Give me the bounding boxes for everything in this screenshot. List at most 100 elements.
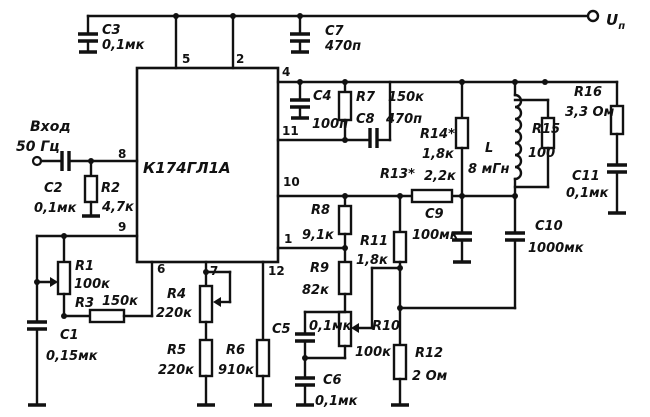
c7-value: 470п bbox=[324, 39, 361, 54]
r15-value: 100 bbox=[528, 146, 555, 161]
r8-value: 9,1к bbox=[302, 228, 335, 243]
pin-11-number: 11 bbox=[282, 124, 299, 138]
resistor-r9 bbox=[337, 246, 353, 314]
r3-value: 150к bbox=[102, 294, 139, 309]
capacitor-c1 bbox=[27, 320, 47, 407]
resistor-r15 bbox=[513, 98, 556, 189]
r2-label: R2 bbox=[101, 181, 120, 196]
resistor-r11 bbox=[392, 194, 408, 347]
capacitor-c5 bbox=[295, 310, 347, 361]
pin-8-number: 8 bbox=[118, 147, 126, 161]
r5-label: R5 bbox=[167, 343, 186, 358]
capacitor-c6 bbox=[295, 356, 315, 407]
pin-9-number: 9 bbox=[118, 220, 126, 234]
capacitor-c9 bbox=[452, 194, 472, 264]
c5-label: C5 bbox=[272, 322, 291, 337]
pin-12-number: 12 bbox=[268, 264, 285, 278]
c2-label: C2 bbox=[44, 181, 63, 196]
c10-value: 1000мк bbox=[528, 241, 585, 256]
r11-value: 1,8к bbox=[356, 253, 389, 268]
r14-label: R14* bbox=[420, 127, 455, 142]
r4-label: R4 bbox=[167, 287, 186, 302]
r2-value: 4,7к bbox=[101, 200, 135, 215]
ic-label: К174ГЛ1А bbox=[143, 159, 231, 177]
capacitor-c3 bbox=[78, 14, 98, 54]
r6-value: 910к bbox=[218, 363, 255, 378]
c2-value: 0,1мк bbox=[34, 201, 78, 216]
r16-label: R16 bbox=[574, 85, 602, 100]
r1-label: R1 bbox=[75, 259, 94, 274]
r10-label: R10 bbox=[372, 319, 400, 334]
resistor-r1 bbox=[35, 234, 72, 318]
resistor-r12 bbox=[391, 343, 409, 407]
c7-label: C7 bbox=[325, 24, 345, 39]
l-value: 8 мГн bbox=[468, 162, 509, 177]
c5-value: 0,1мк bbox=[309, 319, 353, 334]
c9-value: 100мк bbox=[412, 228, 460, 243]
pin-2-number: 2 bbox=[236, 52, 244, 66]
c6-value: 0,1мк bbox=[315, 394, 359, 409]
resistor-r3 bbox=[62, 260, 154, 324]
r8-label: R8 bbox=[311, 203, 330, 218]
r9-label: R9 bbox=[310, 261, 329, 276]
resistor-r10 bbox=[337, 265, 403, 360]
capacitor-c4 bbox=[290, 80, 310, 120]
resistor-r16 bbox=[609, 80, 625, 167]
c3-label: C3 bbox=[102, 23, 121, 38]
capacitor-c2 bbox=[60, 151, 139, 171]
r9-value: 82к bbox=[302, 283, 330, 298]
c8-value: 470п bbox=[385, 112, 422, 127]
resistor-r13 bbox=[410, 188, 454, 204]
resistor-r14 bbox=[454, 80, 470, 199]
resistor-r4 bbox=[198, 260, 232, 342]
supply-rail bbox=[86, 9, 600, 70]
ic-body bbox=[135, 66, 280, 264]
capacitor-c10 bbox=[397, 231, 525, 311]
c9-label: C9 bbox=[425, 207, 444, 222]
r7-label: R7 bbox=[356, 90, 376, 105]
resistor-r5 bbox=[197, 338, 215, 407]
input-label: Вход bbox=[30, 119, 71, 135]
r15-label: R15 bbox=[532, 122, 560, 137]
supply-label: Uп bbox=[606, 11, 625, 32]
r11-label: R11 bbox=[360, 234, 388, 249]
pin-4-number: 4 bbox=[282, 65, 290, 79]
output-net bbox=[276, 79, 619, 85]
r10-value: 100к bbox=[355, 345, 392, 360]
capacitor-c8 bbox=[368, 80, 392, 148]
c1-value: 0,15мк bbox=[46, 349, 99, 364]
r13-label: R13* bbox=[380, 167, 415, 182]
pin-9-net bbox=[34, 233, 139, 324]
r13-value: 2,2к bbox=[424, 169, 457, 184]
c3-value: 0,1мк bbox=[102, 38, 146, 53]
l-label: L bbox=[485, 141, 493, 156]
r1-value: 100к bbox=[74, 277, 111, 292]
r6-label: R6 bbox=[226, 343, 245, 358]
c11-label: C11 bbox=[572, 169, 600, 184]
r3-label: R3 bbox=[75, 296, 94, 311]
capacitor-c11 bbox=[607, 163, 627, 215]
resistor-r8 bbox=[337, 194, 353, 251]
r16-value: 3,3 Ом bbox=[565, 105, 615, 120]
resistor-r7 bbox=[337, 80, 353, 143]
r5-value: 220к bbox=[158, 363, 195, 378]
c10-label: C10 bbox=[535, 219, 563, 234]
pin-5-number: 5 bbox=[182, 52, 190, 66]
c11-value: 0,1мк bbox=[566, 186, 610, 201]
c1-label: C1 bbox=[60, 328, 79, 343]
pin-10-number: 10 bbox=[283, 175, 300, 189]
resistor-r6 bbox=[254, 260, 272, 407]
r12-label: R12 bbox=[415, 346, 443, 361]
input-terminal bbox=[31, 155, 64, 167]
c6-label: C6 bbox=[323, 373, 342, 388]
r4-value: 220к bbox=[156, 306, 193, 321]
pin-1-number: 1 bbox=[284, 232, 292, 246]
input-frequency: 50 Гц bbox=[16, 139, 60, 155]
resistor-r2 bbox=[82, 159, 100, 218]
pin-6-number: 6 bbox=[157, 262, 165, 276]
r12-value: 2 Ом bbox=[412, 369, 448, 384]
c4-label: C4 bbox=[313, 89, 332, 104]
capacitor-c7 bbox=[290, 14, 310, 54]
c8-label: C8 bbox=[356, 112, 375, 127]
